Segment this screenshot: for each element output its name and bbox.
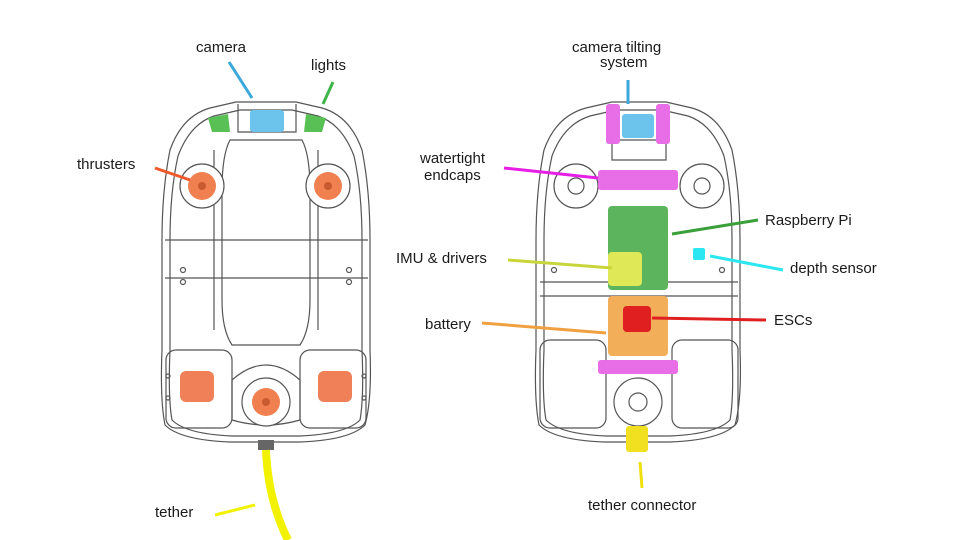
depth-sensor-leader [709, 254, 784, 272]
tether-connector-part [626, 426, 648, 452]
thruster-left [179, 163, 225, 209]
label-camera-tilting-1: camera tilting [572, 39, 661, 56]
thruster-right [305, 163, 351, 209]
camera-tilt-mount-left [606, 104, 620, 144]
tether-leader [214, 503, 256, 517]
light-right [304, 114, 326, 132]
hull-outline [160, 101, 372, 443]
depth-sensor [693, 248, 705, 260]
lights-leader [321, 81, 335, 105]
watertight-leader [503, 166, 599, 180]
camera-tilt-mount-right [656, 104, 670, 144]
camera-leader [227, 61, 254, 99]
escs-leader [651, 316, 767, 322]
label-camera: camera [196, 39, 247, 56]
esc-module [623, 306, 651, 332]
endcap-top [598, 170, 678, 190]
thrusters-leader [154, 166, 191, 182]
light-left [208, 114, 230, 132]
label-lights: lights [311, 57, 346, 74]
thruster-side-left [180, 371, 214, 402]
label-camera-tilting-2: system [600, 54, 648, 71]
label-thrusters: thrusters [77, 156, 135, 173]
label-imu-drivers: IMU & drivers [396, 250, 487, 267]
label-battery: battery [425, 316, 471, 333]
camera-tilt-camera [622, 114, 654, 138]
tether-gland [258, 440, 274, 450]
label-watertight-1: watertight [419, 150, 486, 167]
battery-leader [481, 321, 607, 335]
imu-leader [507, 258, 613, 270]
endcap-bottom [598, 360, 678, 374]
thruster-side-right [318, 371, 352, 402]
tether-cable [262, 449, 292, 540]
label-tether: tether [155, 504, 193, 521]
raspberry-pi-leader [671, 218, 759, 236]
label-depth-sensor: depth sensor [790, 260, 877, 277]
label-escs: ESCs [774, 312, 812, 329]
thruster-bottom [241, 377, 291, 427]
tether-connector-leader [638, 461, 644, 489]
imu-driver-board [608, 252, 642, 286]
camera-module [250, 110, 284, 132]
label-raspberry-pi: Raspberry Pi [765, 212, 852, 229]
label-watertight-2: endcaps [424, 167, 481, 184]
label-tether-connector: tether connector [588, 497, 696, 514]
